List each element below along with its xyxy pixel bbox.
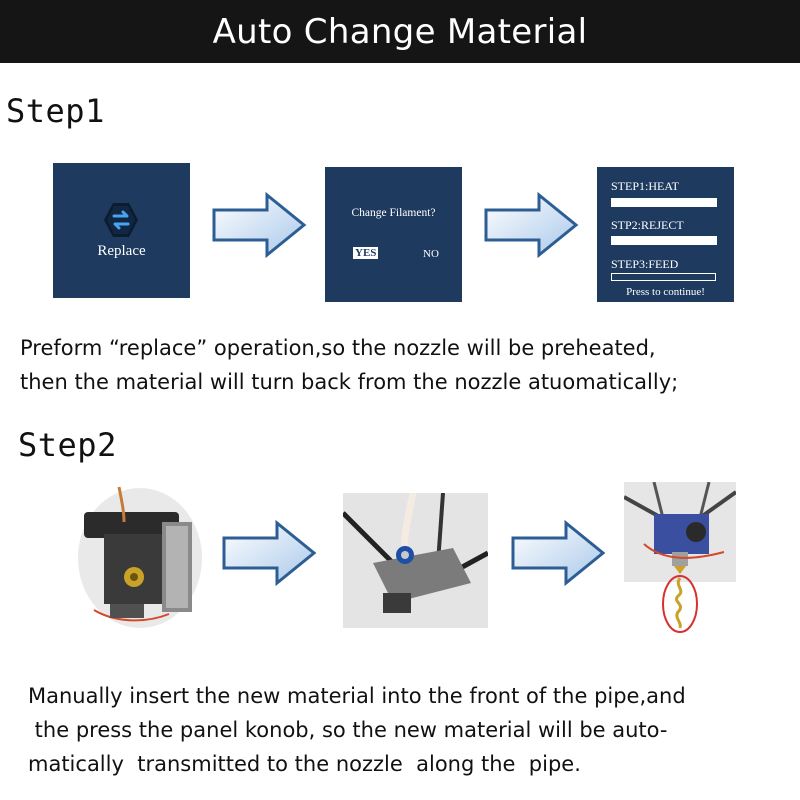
- header-bar: Auto Change Material: [0, 0, 800, 63]
- arrow-right-icon: [511, 520, 606, 586]
- step1-description: Preform “replace” operation,so the nozzl…: [20, 331, 678, 399]
- effector-pipe-photo: [343, 493, 488, 628]
- step2-description-line: the press the panel konob, so the new ma…: [28, 718, 668, 742]
- step2-description-line: Manually insert the new material into th…: [28, 684, 686, 708]
- replace-screen: Replace: [53, 163, 190, 298]
- extruder-photo: [74, 482, 204, 632]
- progress-screen: STEP1:HEAT STP2:REJECT STEP3:FEED Press …: [597, 167, 734, 302]
- press-to-continue: Press to continue!: [626, 286, 705, 298]
- arrow-right-icon: [212, 192, 307, 258]
- no-option: NO: [423, 248, 439, 260]
- step2-description-line: matically transmitted to the nozzle alon…: [28, 752, 581, 776]
- swap-arrows-icon: [101, 200, 141, 240]
- feed-step-label: STEP3:FEED: [611, 257, 679, 271]
- heat-step-label: STEP1:HEAT: [611, 179, 680, 193]
- heat-progress-bar: [611, 198, 717, 207]
- step1-description-line: Preform “replace” operation,so the nozzl…: [20, 336, 656, 360]
- replace-label: Replace: [97, 243, 146, 259]
- feed-progress-bar: [611, 273, 716, 281]
- yes-option: YES: [353, 247, 379, 259]
- page-title: Auto Change Material: [212, 11, 588, 52]
- change-filament-question: Change Filament?: [351, 207, 436, 219]
- arrow-right-icon: [484, 192, 579, 258]
- change-filament-screen: Change Filament? YES NO: [325, 167, 462, 302]
- step1-heading: Step1: [6, 92, 105, 130]
- step2-heading: Step2: [18, 426, 117, 464]
- step1-description-line: then the material will turn back from th…: [20, 370, 679, 394]
- reject-progress-bar: [611, 236, 717, 245]
- reject-step-label: STP2:REJECT: [611, 218, 684, 232]
- step2-description: Manually insert the new material into th…: [28, 679, 686, 781]
- hotend-extrusion-photo: [624, 482, 736, 637]
- arrow-right-icon: [222, 520, 317, 586]
